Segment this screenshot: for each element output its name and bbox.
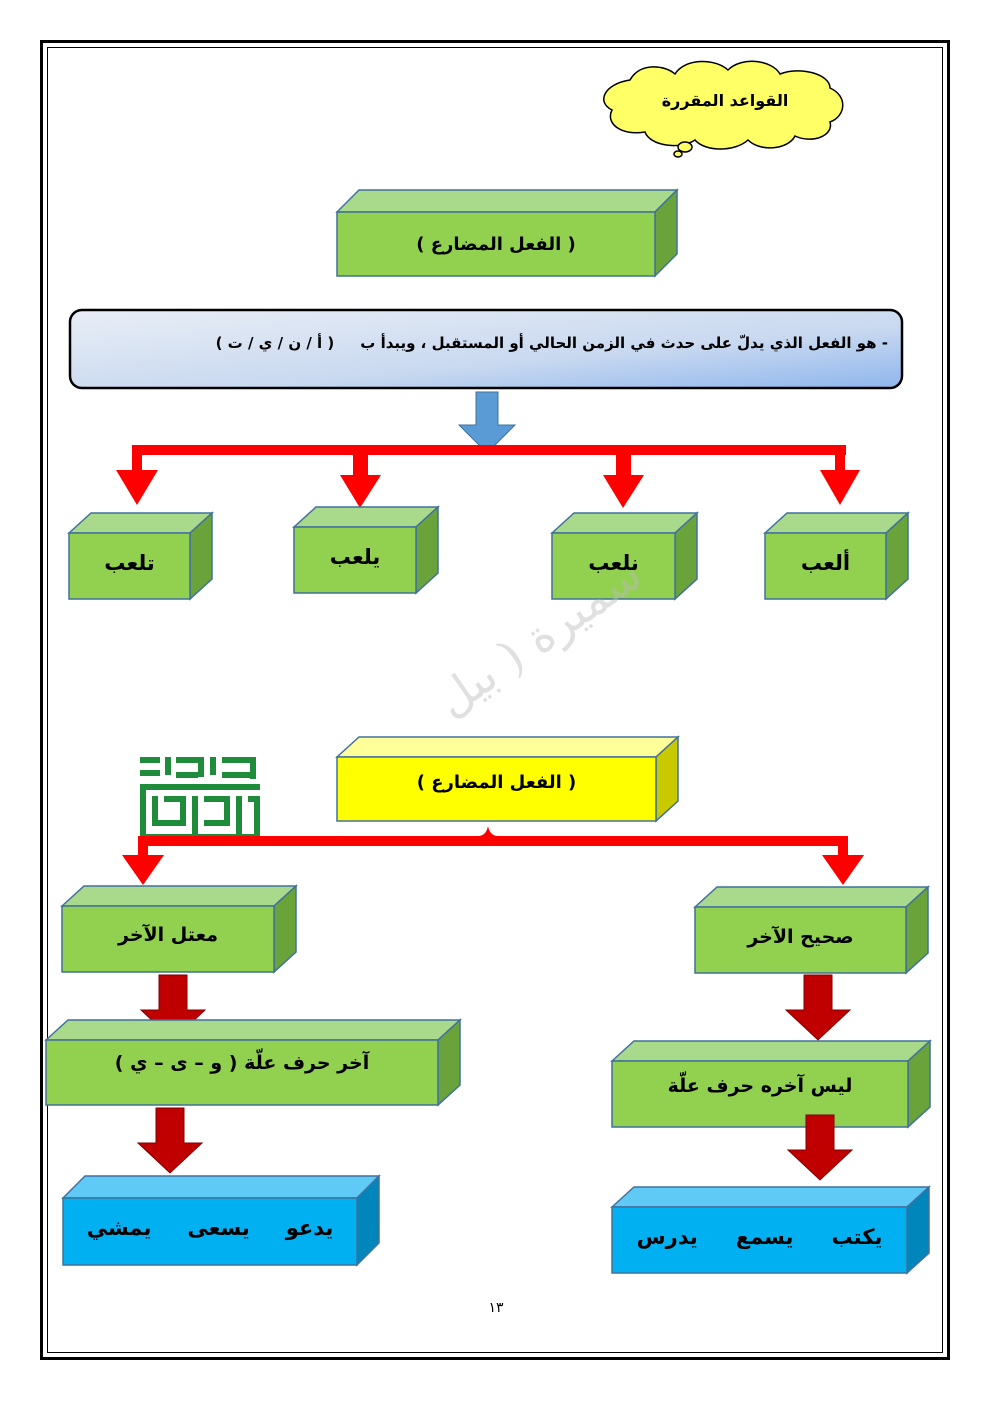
example-box-1 — [763, 511, 910, 601]
cloud-label: القواعد المقررة — [661, 90, 789, 110]
definition-text: - هو الفعل الذي يدلّ على حدث في الزمن ال… — [360, 334, 888, 352]
red-connector-top — [116, 445, 860, 508]
example-label-3: يلعب — [329, 545, 381, 569]
example-label-2: نلعب — [588, 551, 639, 575]
example-box-3 — [292, 505, 440, 595]
definition-box — [68, 308, 904, 390]
branch-right-words-box — [610, 1185, 931, 1275]
heading-box-2 — [335, 735, 680, 823]
example-label-4: تلعب — [104, 551, 155, 575]
word-left-3: يمشي — [86, 1216, 152, 1240]
word-left-2: يسعى — [187, 1216, 250, 1240]
word-right-3: يدرس — [636, 1225, 698, 1249]
branch-right-title-box — [693, 885, 930, 975]
branch-left-rule-box — [44, 1018, 462, 1107]
blue-down-arrow — [457, 391, 517, 454]
example-label-1: ألعب — [800, 551, 851, 575]
page-border-outer — [40, 40, 950, 1360]
heading-2-label: ( الفعل المضارع ) — [416, 771, 577, 793]
branch-left-title: معتل الآخر — [118, 924, 218, 946]
branch-left-title-box — [60, 884, 298, 974]
dark-red-arrow-right-1 — [784, 974, 852, 1041]
logo-seal — [140, 755, 260, 843]
branch-right-rule: ليس آخره حرف علّة — [667, 1075, 853, 1097]
branch-left-rule: آخر حرف علّة ( و – ى – ي ) — [114, 1052, 370, 1074]
heading-1-label: ( الفعل المضارع ) — [416, 233, 576, 255]
page-border-inner — [47, 47, 943, 1353]
red-connector-bottom — [122, 826, 864, 885]
word-right-2: يسمع — [735, 1225, 794, 1249]
definition-letters: ( أ / ن / ي / ت ) — [215, 334, 335, 352]
heading-box-1 — [335, 188, 679, 278]
branch-right-title: صحيح الآخر — [747, 926, 854, 948]
example-box-4 — [67, 511, 214, 601]
definition-text-row: - هو الفعل الذي يدلّ على حدث في الزمن ال… — [80, 320, 888, 366]
dark-red-arrow-right-2 — [786, 1114, 854, 1181]
dark-red-arrow-left-2 — [136, 1107, 204, 1174]
branch-right-rule-box — [610, 1039, 932, 1129]
branch-right-words: يكتب يسمع يدرس — [612, 1207, 907, 1267]
word-left-1: يدعو — [285, 1216, 334, 1240]
page-number: ١٣ — [488, 1300, 504, 1316]
cloud-callout — [603, 60, 844, 158]
word-right-1: يكتب — [831, 1225, 883, 1249]
branch-left-words: يدعو يسعى يمشي — [63, 1198, 357, 1258]
example-box-2 — [550, 511, 699, 601]
branch-left-words-box — [61, 1174, 381, 1267]
